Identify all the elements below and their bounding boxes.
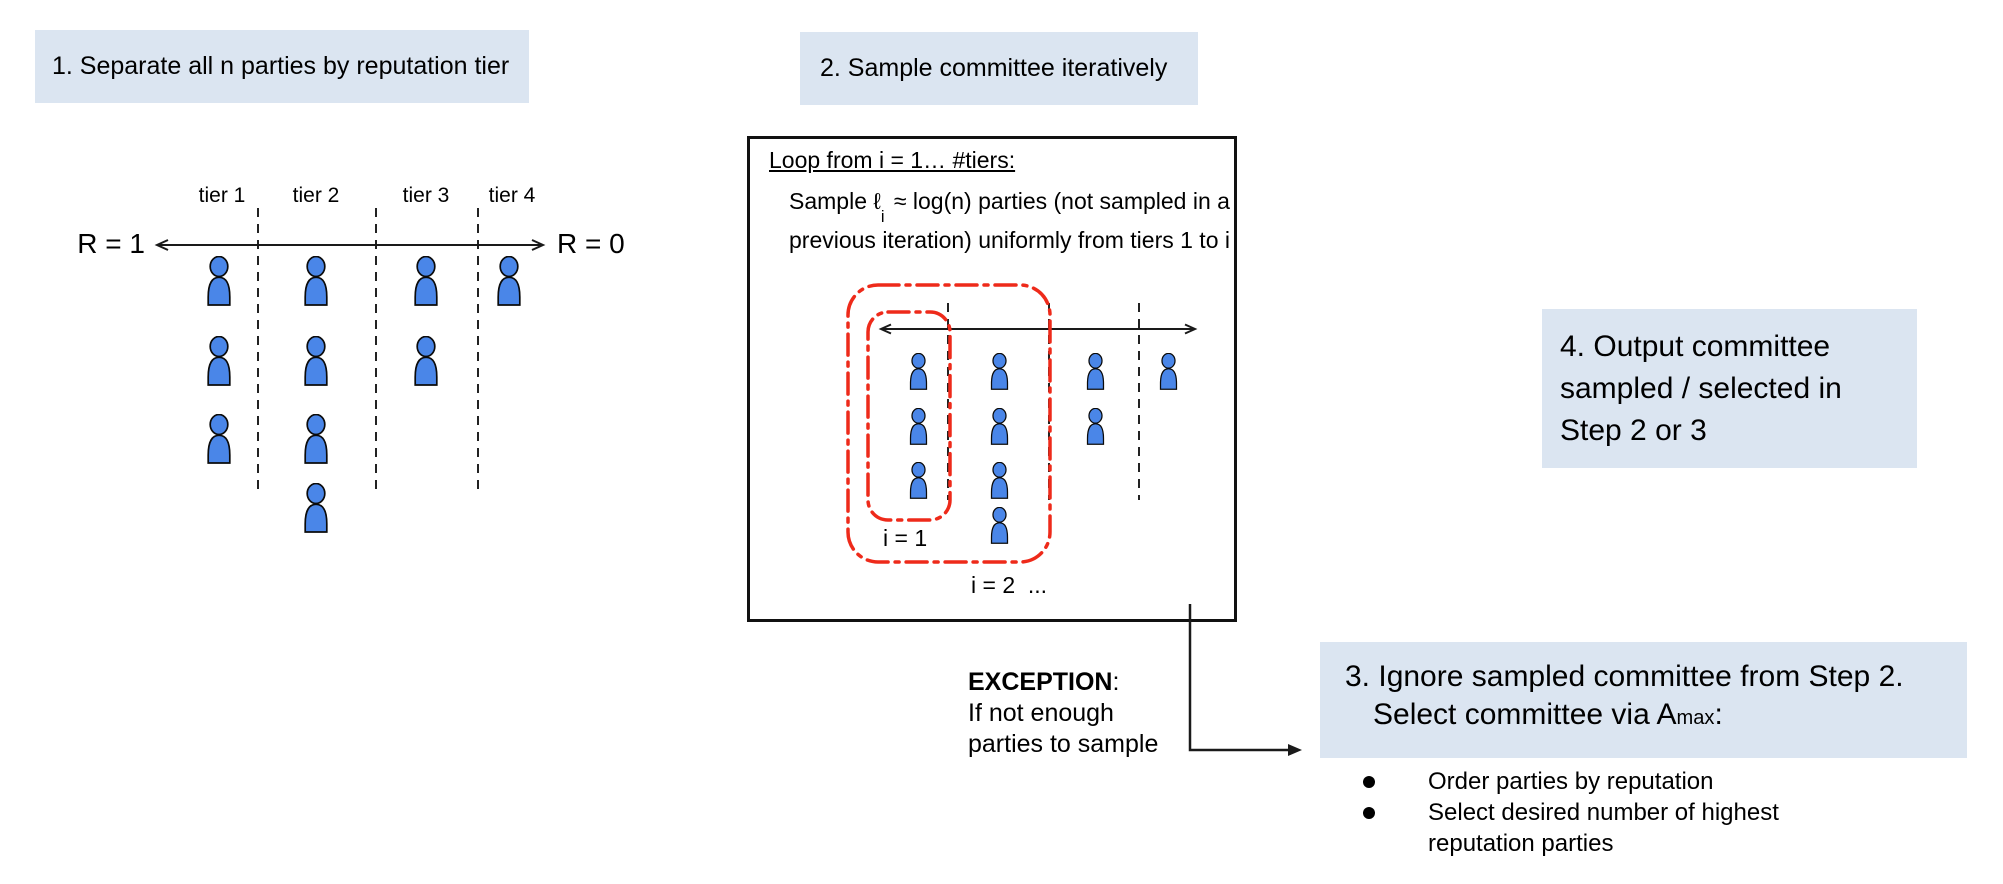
step1-heading-label: 1. Separate all n parties by reputation … [52,52,510,80]
step4-line1: 4. Output committee [1560,330,1831,363]
person-icon [908,353,929,390]
iteration1-label: i = 1 [883,525,928,551]
person-icon [302,336,330,386]
bullet-dot-icon [1363,776,1375,788]
person-icon [989,507,1010,544]
person-icon [205,414,233,464]
mini-tier-divider-line [1138,303,1140,500]
person-icon [1158,353,1179,390]
iteration-selection-outlines [846,283,1052,564]
exception-title: EXCEPTION: [968,668,1120,696]
bullet-item: Order parties by reputation [1363,766,1798,797]
iteration2-outline [846,283,1052,564]
bullet-dot-icon [1363,807,1375,819]
person-icon [205,336,233,386]
mini-tier-divider-line [947,303,949,500]
loop-body-line2: previous iteration) uniformly from tiers… [789,226,1230,253]
step4-line2: sampled / selected in [1560,372,1842,405]
bullet-item: Select desired number of highest reputat… [1363,797,1798,859]
step3-line2: Select committee via Amax: [1373,698,1723,731]
person-icon [989,353,1010,390]
tier2-label: tier 2 [292,184,340,207]
person-icon [412,256,440,306]
step3-bullet-list: Order parties by reputation Select desir… [1363,766,1798,859]
bullet-text: Order parties by reputation [1428,768,1714,795]
loop-title: Loop from i = 1… #tiers: [769,147,1016,173]
person-icon [989,408,1010,445]
axis-label-r1: R = 1 [77,228,145,259]
tier4-label: tier 4 [488,184,536,207]
tier-divider-line [375,208,377,493]
reputation-axis-arrow [154,239,546,251]
tier-divider-line [257,208,259,493]
person-icon [412,336,440,386]
exception-connector-arrow [1188,604,1302,756]
exception-note: EXCEPTION: If not enough parties to samp… [968,667,1158,760]
ell-subscript: i [880,207,885,227]
step1-heading-box: 1. Separate all n parties by reputation … [35,30,529,103]
person-icon [1085,353,1106,390]
step2-heading-label: 2. Sample committee iteratively [820,54,1168,82]
tier-divider-line [477,208,479,493]
mini-reputation-axis-arrow [878,323,1198,335]
step3-line1: 3. Ignore sampled committee from Step 2. [1345,660,1904,693]
loop-body-text: Sample ℓi ≈ log(n) parties (not sampled … [789,186,1230,255]
iteration1-outline [866,310,952,522]
step2-heading-box: 2. Sample committee iteratively [800,32,1198,105]
loop-body-line1: Sample ℓi ≈ log(n) parties (not sampled … [789,188,1230,227]
exception-line3: parties to sample [968,730,1159,758]
person-icon [302,256,330,306]
person-icon [495,256,523,306]
person-icon [205,256,233,306]
step4-heading-box: 4. Output committee sampled / selected i… [1542,309,1917,468]
axis-label-r0: R = 0 [557,228,625,259]
person-icon [989,462,1010,499]
person-icon [302,483,330,533]
tier1-label: tier 1 [198,184,246,207]
script-ell: ℓ [873,188,881,214]
step4-line3: Step 2 or 3 [1560,414,1707,447]
person-icon [1085,408,1106,445]
tier3-label: tier 3 [402,184,450,207]
person-icon [302,414,330,464]
iteration2-label: i = 2 ... [971,572,1048,598]
person-icon [908,462,929,499]
person-icon [908,408,929,445]
step3-heading-box: 3. Ignore sampled committee from Step 2.… [1320,642,1967,758]
exception-line2: If not enough [968,699,1114,727]
bullet-text: Select desired number of highest reputat… [1428,799,1779,857]
amax-subscript: max [1676,707,1715,729]
